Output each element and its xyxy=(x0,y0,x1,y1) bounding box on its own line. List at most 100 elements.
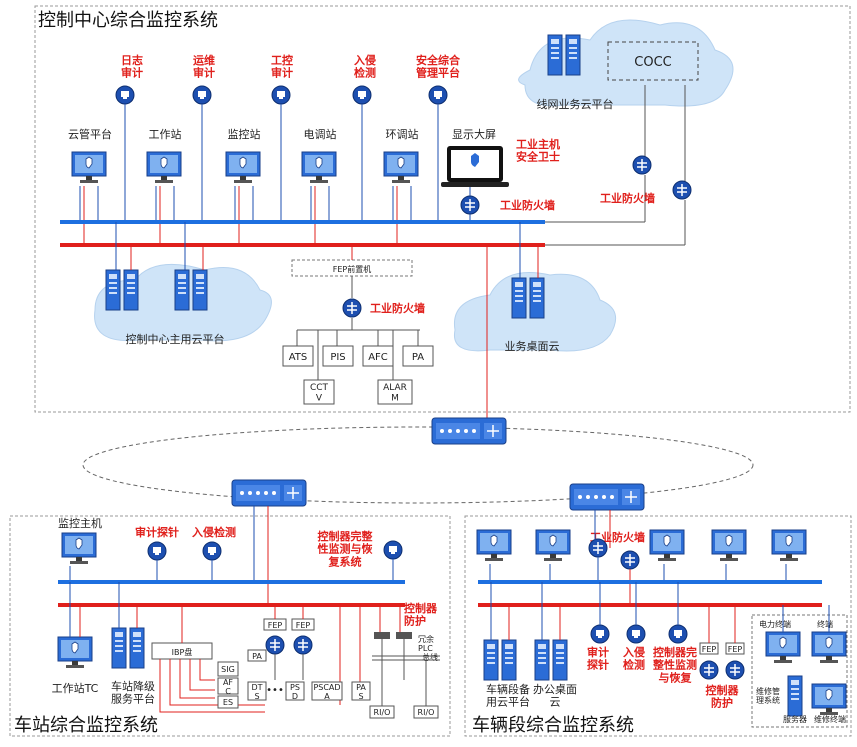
station-degraded-label: 车站降级服务平台 xyxy=(111,679,155,706)
maintenance-server-icon xyxy=(787,675,803,717)
station-frame xyxy=(9,515,451,737)
rio2-box xyxy=(413,705,439,719)
env-dispatch-icon xyxy=(383,151,419,184)
station-pa-label: PA xyxy=(252,652,262,661)
env-dispatch-label: 环调站 xyxy=(386,127,419,141)
station-audit-probe-icon xyxy=(147,541,167,561)
station-degraded-server-1 xyxy=(111,627,127,669)
server-label: 服务器 xyxy=(783,714,807,724)
desktop-cloud-server-1 xyxy=(511,277,527,319)
control-center-frame xyxy=(34,5,851,413)
cctv-box xyxy=(303,379,335,405)
depot-cloud-server-1 xyxy=(483,639,499,681)
ibp-label: IBP盘 xyxy=(172,647,193,657)
pis-label: PIS xyxy=(330,352,345,363)
fep-label: FEP前置机 xyxy=(333,264,371,274)
depot-monitor-icon-3 xyxy=(649,529,685,562)
cocc-server-icon-2 xyxy=(565,34,581,76)
depot-office-server-2 xyxy=(552,639,568,681)
station-pa-box xyxy=(247,649,267,662)
es-label: ES xyxy=(223,698,233,707)
afc-sub-box xyxy=(217,677,239,695)
cocc-firewall-icon-2 xyxy=(672,180,692,200)
station-fep1-firewall-icon xyxy=(265,635,285,655)
ops-audit-label: 运维审计 xyxy=(193,53,215,80)
depot-monitor-icon-2 xyxy=(535,529,571,562)
depot-frame xyxy=(464,515,852,737)
terminal-label: 终端 xyxy=(817,619,833,629)
depot-audit-probe-label: 审计探针 xyxy=(587,645,609,672)
psd-box xyxy=(285,681,305,701)
dts-box xyxy=(247,681,267,701)
power-dispatch-icon xyxy=(301,151,337,184)
depot-controller-protect-label: 控制器防护 xyxy=(706,683,740,710)
line-cloud-label: 线网业务云平台 xyxy=(537,97,614,111)
station-title: 车站综合监控系统 xyxy=(14,715,158,736)
station-fep2-label: FEP xyxy=(296,621,311,630)
cocc-box xyxy=(607,41,699,81)
plc-rack-1 xyxy=(374,632,390,639)
pas-box xyxy=(351,681,371,701)
main-cloud-server-3 xyxy=(174,269,190,311)
depot-fep1-label: FEP xyxy=(702,645,717,654)
maintenance-label: 维修管理系统 xyxy=(756,686,780,705)
workstation-label: 工作站 xyxy=(149,127,182,141)
station-audit-probe-label: 审计探针 xyxy=(135,525,179,539)
station-controller-protect-label: 控制器防护 xyxy=(404,601,438,628)
display-firewall-label: 工业防火墙 xyxy=(500,198,555,212)
line-network-cloud: COCC xyxy=(518,19,734,107)
pa-label: PA xyxy=(412,352,424,363)
control-center-title: 控制中心综合监控系统 xyxy=(38,10,218,31)
plc-rack-2 xyxy=(396,632,412,639)
power-dispatch-label: 电调站 xyxy=(304,127,337,141)
alarm-box xyxy=(377,379,413,405)
workstation-monitor-icon xyxy=(146,151,182,184)
station-intrusion-icon xyxy=(202,541,222,561)
pa-box xyxy=(402,345,434,367)
station-intrusion-label: 入侵检测 xyxy=(192,525,236,539)
depot-cloud-label: 车辆段备用云平台 xyxy=(486,682,530,709)
host-guard-label: 工业主机安全卫士 xyxy=(516,137,560,164)
pscada-box xyxy=(311,681,343,701)
depot-fep1-fw-icon xyxy=(699,660,719,680)
station-switch-icon xyxy=(231,479,307,507)
depot-intrusion-label: 入侵检测 xyxy=(623,645,645,672)
maintenance-frame xyxy=(751,614,848,728)
depot-office-label: 办公桌面云 xyxy=(533,683,577,709)
power-terminal-label: 电力终端 xyxy=(759,619,791,629)
depot-fep2-fw-icon xyxy=(725,660,745,680)
depot-office-server-1 xyxy=(534,639,550,681)
workstations: 云管平台 工作站 监控站 电调站 环调站 显示大屏 xyxy=(68,127,509,187)
top-security-devices: 日志审计 运维审计 工控审计 入侵检测 安全综合管理平台 xyxy=(115,53,461,105)
monitor-station-icon xyxy=(225,151,261,184)
station-monitor-host-label: 监控主机 xyxy=(58,516,102,530)
main-cloud-label: 控制中心主用云平台 xyxy=(126,332,225,346)
depot-firewall-icon-2 xyxy=(620,550,640,570)
power-terminal-icon xyxy=(765,631,801,664)
main-cloud-server-4 xyxy=(192,269,208,311)
cloud-mgmt-monitor-icon xyxy=(71,151,107,184)
fep-firewall-icon xyxy=(342,298,362,318)
display-firewall-icon xyxy=(460,195,480,215)
core-switch-icon xyxy=(431,417,507,445)
desktop-cloud-label: 业务桌面云 xyxy=(505,340,560,353)
depot-monitor-icon-5 xyxy=(771,529,807,562)
maint-terminal-label: 维修终端 xyxy=(814,714,846,724)
terminal-icon xyxy=(811,631,847,664)
depot-monitor-icon-4 xyxy=(711,529,747,562)
desktop-cloud xyxy=(453,272,617,352)
intrusion-detection-icon xyxy=(352,85,372,105)
ops-audit-icon xyxy=(192,85,212,105)
security-mgmt-label: 安全综合管理平台 xyxy=(416,53,461,80)
afc-label: AFC xyxy=(368,352,388,363)
depot-cloud-server-2 xyxy=(501,639,517,681)
